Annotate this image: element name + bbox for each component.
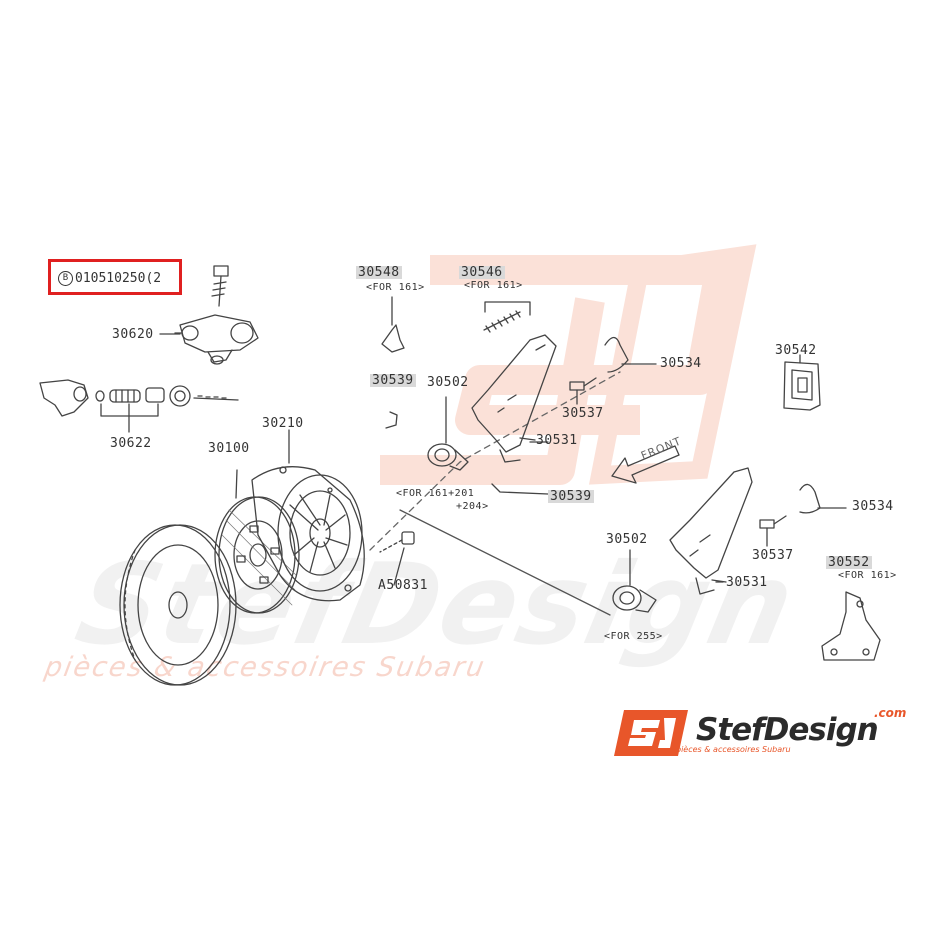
pivot-icon	[569, 377, 597, 405]
circle-b-icon: B	[58, 271, 73, 286]
flywheel-icon	[119, 524, 237, 686]
note-204: +204>	[456, 501, 489, 512]
release-bearing-icon	[427, 396, 469, 471]
spring-icon	[483, 301, 531, 333]
note-for-161-201: <FOR 161+201	[396, 488, 475, 499]
pressure-plate-icon	[251, 466, 365, 602]
label-30542: 30542	[775, 343, 817, 358]
label-30620: 30620	[112, 327, 154, 342]
label-30548: 30548	[356, 265, 402, 280]
label-30539-upper: 30539	[370, 373, 416, 388]
label-30546: 30546	[459, 265, 505, 280]
clutch-disc-icon	[214, 496, 300, 614]
sd-logo-icon	[614, 710, 688, 756]
label-30502-lower: 30502	[606, 532, 648, 547]
label-30539-lower: 30539	[548, 489, 594, 504]
brand-tagline: pièces & accessoires Subaru	[676, 745, 791, 754]
label-30534-upper: 30534	[660, 356, 702, 371]
bolt-reference: B 010510250 (2	[58, 271, 161, 286]
release-bearing-lower-icon	[612, 549, 657, 613]
note-for-255: <FOR 255>	[604, 631, 663, 642]
clip-icon	[381, 296, 405, 353]
label-30537-lower: 30537	[752, 548, 794, 563]
note-30552: <FOR 161>	[838, 570, 897, 581]
label-30531-lower: 30531	[726, 575, 768, 590]
brand-domain: .com	[874, 706, 907, 720]
brand-logo: StefDesign .com pièces & accessoires Sub…	[612, 706, 922, 776]
slave-cylinder-icon	[174, 314, 259, 365]
seal-kit-icon	[39, 379, 239, 417]
label-30622: 30622	[110, 436, 152, 451]
label-30210: 30210	[262, 416, 304, 431]
bolt-part-number: 010510250	[75, 271, 146, 286]
label-a50831: A50831	[378, 578, 428, 593]
release-fork-lower-icon	[669, 467, 753, 595]
bracket-icon	[821, 591, 881, 661]
bolt-icon	[211, 265, 229, 307]
bolt-quantity: (2	[145, 271, 162, 286]
label-30552: 30552	[826, 555, 872, 570]
bolt-reference-highlight: B 010510250 (2	[48, 259, 182, 295]
boot-icon	[783, 354, 821, 411]
brand-name: StefDesign	[696, 712, 879, 748]
front-arrow-icon	[611, 445, 680, 484]
pilot-bolt-icon	[379, 531, 415, 553]
label-30502-upper: 30502	[427, 375, 469, 390]
label-30100: 30100	[208, 441, 250, 456]
label-30537-upper: 30537	[562, 406, 604, 421]
release-fork-icon	[471, 334, 557, 463]
note-30546: <FOR 161>	[464, 280, 523, 291]
label-30534-lower: 30534	[852, 499, 894, 514]
label-30531-upper: 30531	[536, 433, 578, 448]
note-30548: <FOR 161>	[366, 282, 425, 293]
